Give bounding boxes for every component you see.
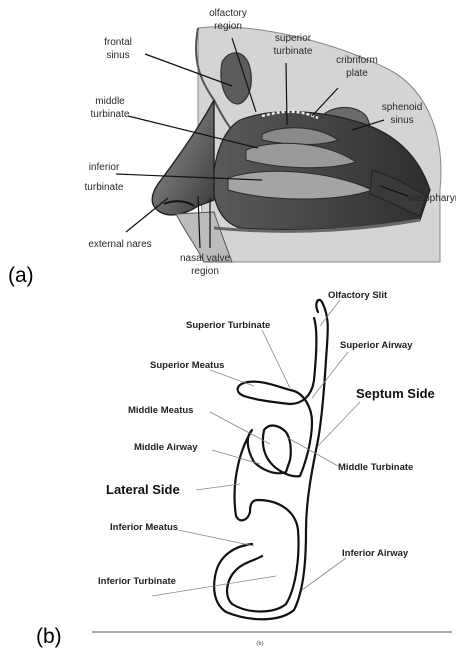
label-middle-turbinate-2: turbinate: [91, 109, 130, 120]
airway-inner-wall: [227, 318, 316, 612]
label-cribriform-plate-2: plate: [346, 68, 368, 79]
label-middle-turbinate-1: middle: [95, 96, 125, 107]
label-frontal-sinus-1: frontal: [104, 37, 132, 48]
label-inferior-meatus: Inferior Meatus: [110, 522, 178, 533]
leader-inferior-meatus: [178, 530, 254, 546]
label-superior-turbinate-2: turbinate: [274, 46, 313, 57]
label-septum-side: Septum Side: [356, 386, 435, 401]
label-middle-meatus: Middle Meatus: [128, 405, 193, 416]
panel-a-illustration: [152, 27, 441, 262]
leader-septum-side: [318, 402, 360, 446]
label-external-nares: external nares: [88, 239, 151, 250]
caption-b: (b): [257, 640, 264, 647]
label-nasopharynx: nasopharynx: [408, 193, 456, 204]
panel-b-tag: (b): [36, 625, 62, 648]
label-cribriform-plate-1: cribriform: [336, 55, 378, 66]
label-olfactory-region-2: region: [214, 21, 242, 32]
label-superior-turbinate: Superior Turbinate: [186, 320, 270, 331]
leader-superior-airway: [312, 352, 348, 398]
leader-lateral-side: [196, 484, 240, 490]
leader-superior-meatus: [210, 370, 254, 386]
label-inferior-turbinate: Inferior Turbinate: [98, 576, 176, 587]
label-superior-turbinate-1: superior: [275, 33, 312, 44]
external-nose: [152, 100, 214, 215]
label-olfactory-region-1: olfactory: [209, 8, 247, 19]
label-nasal-valve-region-2: region: [191, 266, 219, 277]
label-lateral-side: Lateral Side: [106, 482, 180, 497]
label-inferior-turbinate-1: inferior: [89, 162, 120, 173]
leader-middle-meatus: [210, 412, 270, 444]
leader-inferior-airway: [302, 558, 346, 590]
label-olfactory-slit: Olfactory Slit: [328, 290, 388, 301]
panel-a-tag: (a): [8, 264, 34, 287]
label-frontal-sinus-2: sinus: [106, 50, 129, 61]
label-middle-turbinate: Middle Turbinate: [338, 462, 413, 473]
leader-middle-airway: [212, 450, 260, 464]
label-superior-airway: Superior Airway: [340, 340, 413, 351]
label-sphenoid-sinus-1: sphenoid: [382, 102, 423, 113]
label-inferior-airway: Inferior Airway: [342, 548, 409, 559]
leader-external-nares: [126, 198, 168, 232]
label-superior-meatus: Superior Meatus: [150, 360, 224, 371]
label-inferior-turbinate-2: turbinate: [85, 182, 124, 193]
label-middle-airway: Middle Airway: [134, 442, 198, 453]
leader-superior-turbinate: [262, 330, 290, 388]
label-nasal-valve-region-1: nasal valve: [180, 253, 230, 264]
panel-b-labels: Olfactory Slit Superior Turbinate Superi…: [98, 290, 435, 587]
label-sphenoid-sinus-2: sinus: [390, 115, 413, 126]
